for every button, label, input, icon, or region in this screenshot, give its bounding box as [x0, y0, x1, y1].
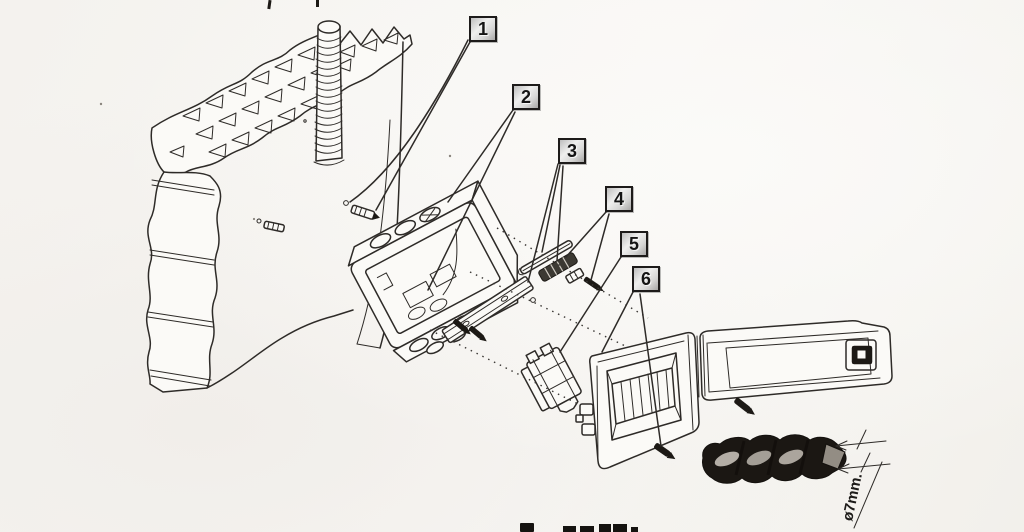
callout-2: 2: [512, 84, 540, 110]
flush-mounting-box: [347, 180, 519, 363]
callout-3-label: 3: [566, 141, 577, 161]
callout-1-label: 1: [477, 19, 488, 39]
rail-screws: [452, 297, 536, 342]
drill-bit: [702, 434, 847, 484]
brick-wall: [146, 20, 413, 393]
din-module: [520, 342, 582, 413]
mortar-joints: [147, 179, 215, 387]
enclosure-door: [303, 119, 893, 401]
door-latch: [845, 339, 877, 371]
callout-4: 4: [605, 186, 633, 212]
enclosure-frame: [575, 331, 700, 470]
callout-leaders: [349, 39, 662, 447]
frame-screws: [654, 397, 755, 460]
window-slats: [620, 369, 670, 422]
scan-artifacts: [99, 0, 638, 532]
callout-2-label: 2: [520, 87, 531, 107]
callout-3: 3: [558, 138, 586, 164]
callout-5-label: 5: [628, 234, 639, 254]
threaded-rod: [313, 20, 345, 166]
callout-1: 1: [469, 16, 497, 42]
callout-6-label: 6: [640, 269, 651, 289]
dimension-7mm: ø7mm.: [835, 429, 891, 529]
wall-fasteners: [256, 200, 380, 233]
small-parts: [518, 240, 604, 292]
callout-5: 5: [620, 231, 648, 257]
dimension-label: ø7mm.: [839, 472, 866, 523]
alignment-axes: [429, 227, 649, 425]
callout-6: 6: [632, 266, 660, 292]
callout-4-label: 4: [613, 189, 624, 209]
